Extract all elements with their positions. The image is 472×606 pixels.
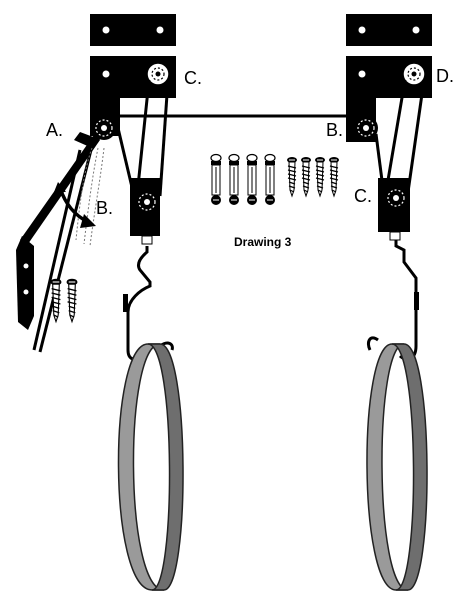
wood-screw: [300, 156, 312, 197]
right-rope: [406, 79, 426, 193]
anchor-bolt: [210, 153, 222, 206]
left-top-bracket-hole: [102, 26, 110, 34]
right-top-bracket-hole: [358, 26, 366, 34]
left-strap: [117, 343, 184, 591]
wood-screw: [328, 156, 340, 197]
left-hoist-assembly: [16, 14, 184, 591]
hardware-wood-screws: [286, 156, 340, 197]
right-hook: [394, 240, 418, 361]
right-top-bracket-hole: [412, 26, 420, 34]
label-d: D.: [436, 66, 454, 86]
cleat-screw: [65, 278, 79, 323]
label-b-right: B.: [326, 120, 343, 140]
right-rope: [374, 133, 386, 197]
drawing-caption: Drawing 3: [234, 235, 292, 249]
label-c-left: C.: [184, 68, 202, 88]
anchor-bolt: [264, 153, 276, 206]
wood-screw: [286, 156, 298, 197]
direction-arrow: [54, 182, 96, 228]
left-rope: [158, 79, 170, 197]
rope-cleat: [16, 132, 105, 353]
left-hook: [126, 246, 152, 361]
anchor-bolt: [228, 153, 240, 206]
right-pulley-b: [353, 115, 379, 141]
right-rope: [384, 79, 407, 193]
right-mount-bracket-hole: [358, 70, 366, 78]
right-strap: [366, 343, 428, 591]
left-mount-bracket-hole: [102, 70, 110, 78]
label-a: A.: [46, 120, 63, 140]
label-b-left: B.: [96, 198, 113, 218]
wood-screw: [314, 156, 326, 197]
left-rope: [116, 127, 137, 201]
right-hoist-assembly: [346, 14, 432, 591]
hardware-anchor-bolts: [210, 153, 276, 206]
anchor-bolt: [246, 153, 258, 206]
left-rope: [135, 79, 151, 197]
left-top-bracket-hole: [156, 26, 164, 34]
label-c-right: C.: [354, 186, 372, 206]
